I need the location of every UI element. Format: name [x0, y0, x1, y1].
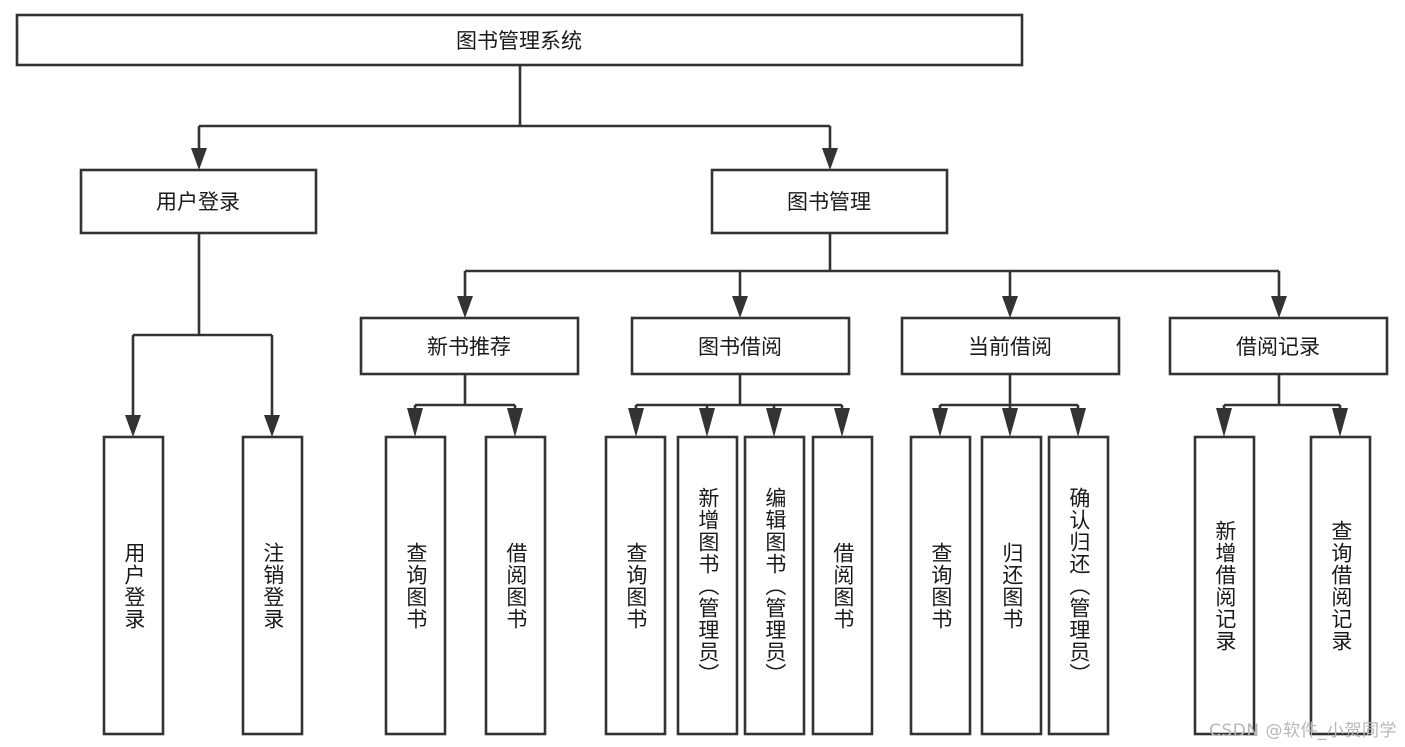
connector-newbook-to-leaves	[407, 374, 523, 437]
node-leaf-borrow-book-1-label: 借阅图书	[503, 541, 528, 630]
node-leaf-edit-book[interactable]	[743, 435, 806, 736]
node-leaf-add-book[interactable]	[676, 435, 739, 736]
node-book-manage[interactable]	[710, 168, 949, 235]
connector-root-to-level2	[191, 65, 838, 170]
node-leaf-add-record-label: 新增借阅记录	[1212, 519, 1237, 652]
node-current-borrow-label: 当前借阅	[968, 335, 1052, 359]
node-leaf-return-book[interactable]	[980, 435, 1043, 736]
node-leaf-logout-login-label: 注销登录	[260, 541, 285, 630]
node-leaf-borrow-book-2-label: 借阅图书	[830, 541, 855, 630]
node-user-login-label: 用户登录	[156, 190, 240, 214]
connector-userlogin-to-leaves	[125, 233, 280, 437]
connector-borrowrecord-to-leaves	[1216, 374, 1348, 437]
node-borrow-record[interactable]	[1168, 316, 1389, 376]
node-leaf-edit-book-label: 编辑图书（管理员）	[762, 486, 787, 685]
node-leaf-confirm-return-label: 确认归还（管理员）	[1066, 486, 1091, 685]
node-borrow-record-label: 借阅记录	[1236, 335, 1320, 359]
node-user-login[interactable]	[79, 168, 318, 235]
node-leaf-query-book-3[interactable]	[909, 435, 972, 736]
node-leaf-add-record[interactable]	[1193, 435, 1256, 736]
node-new-book-recommend-label: 新书推荐	[427, 335, 511, 359]
node-leaf-return-book-label: 归还图书	[999, 541, 1024, 630]
node-root[interactable]	[15, 13, 1024, 67]
node-leaf-add-book-label: 新增图书（管理员）	[695, 486, 720, 685]
node-leaf-confirm-return[interactable]	[1047, 435, 1110, 736]
node-leaf-query-book-2-label: 查询图书	[623, 541, 648, 630]
node-root-label: 图书管理系统	[456, 29, 582, 53]
node-book-manage-label: 图书管理	[787, 190, 871, 214]
node-book-borrow[interactable]	[630, 316, 851, 376]
node-leaf-query-book-1[interactable]	[384, 435, 447, 736]
node-current-borrow[interactable]	[900, 316, 1121, 376]
node-leaf-user-login-label: 用户登录	[121, 541, 146, 630]
node-leaf-borrow-book-1[interactable]	[484, 435, 547, 736]
node-leaf-query-book-1-label: 查询图书	[403, 541, 428, 630]
node-new-book-recommend[interactable]	[359, 316, 580, 376]
node-book-borrow-label: 图书借阅	[698, 335, 782, 359]
node-leaf-logout-login[interactable]	[241, 435, 304, 736]
node-leaf-query-record[interactable]	[1309, 435, 1372, 736]
node-leaf-query-book-3-label: 查询图书	[928, 541, 953, 630]
connector-currentborrow-to-leaves	[932, 374, 1086, 437]
node-leaf-query-record-label: 查询借阅记录	[1328, 519, 1353, 652]
watermark-text: CSDN @软件_小贺同学	[1209, 721, 1397, 741]
node-leaf-query-book-2[interactable]	[604, 435, 667, 736]
node-leaf-borrow-book-2[interactable]	[811, 435, 874, 736]
connector-bookborrow-to-leaves	[628, 374, 850, 437]
connector-bookmanage-to-level3	[457, 233, 1287, 318]
node-leaf-user-login[interactable]	[102, 435, 165, 736]
